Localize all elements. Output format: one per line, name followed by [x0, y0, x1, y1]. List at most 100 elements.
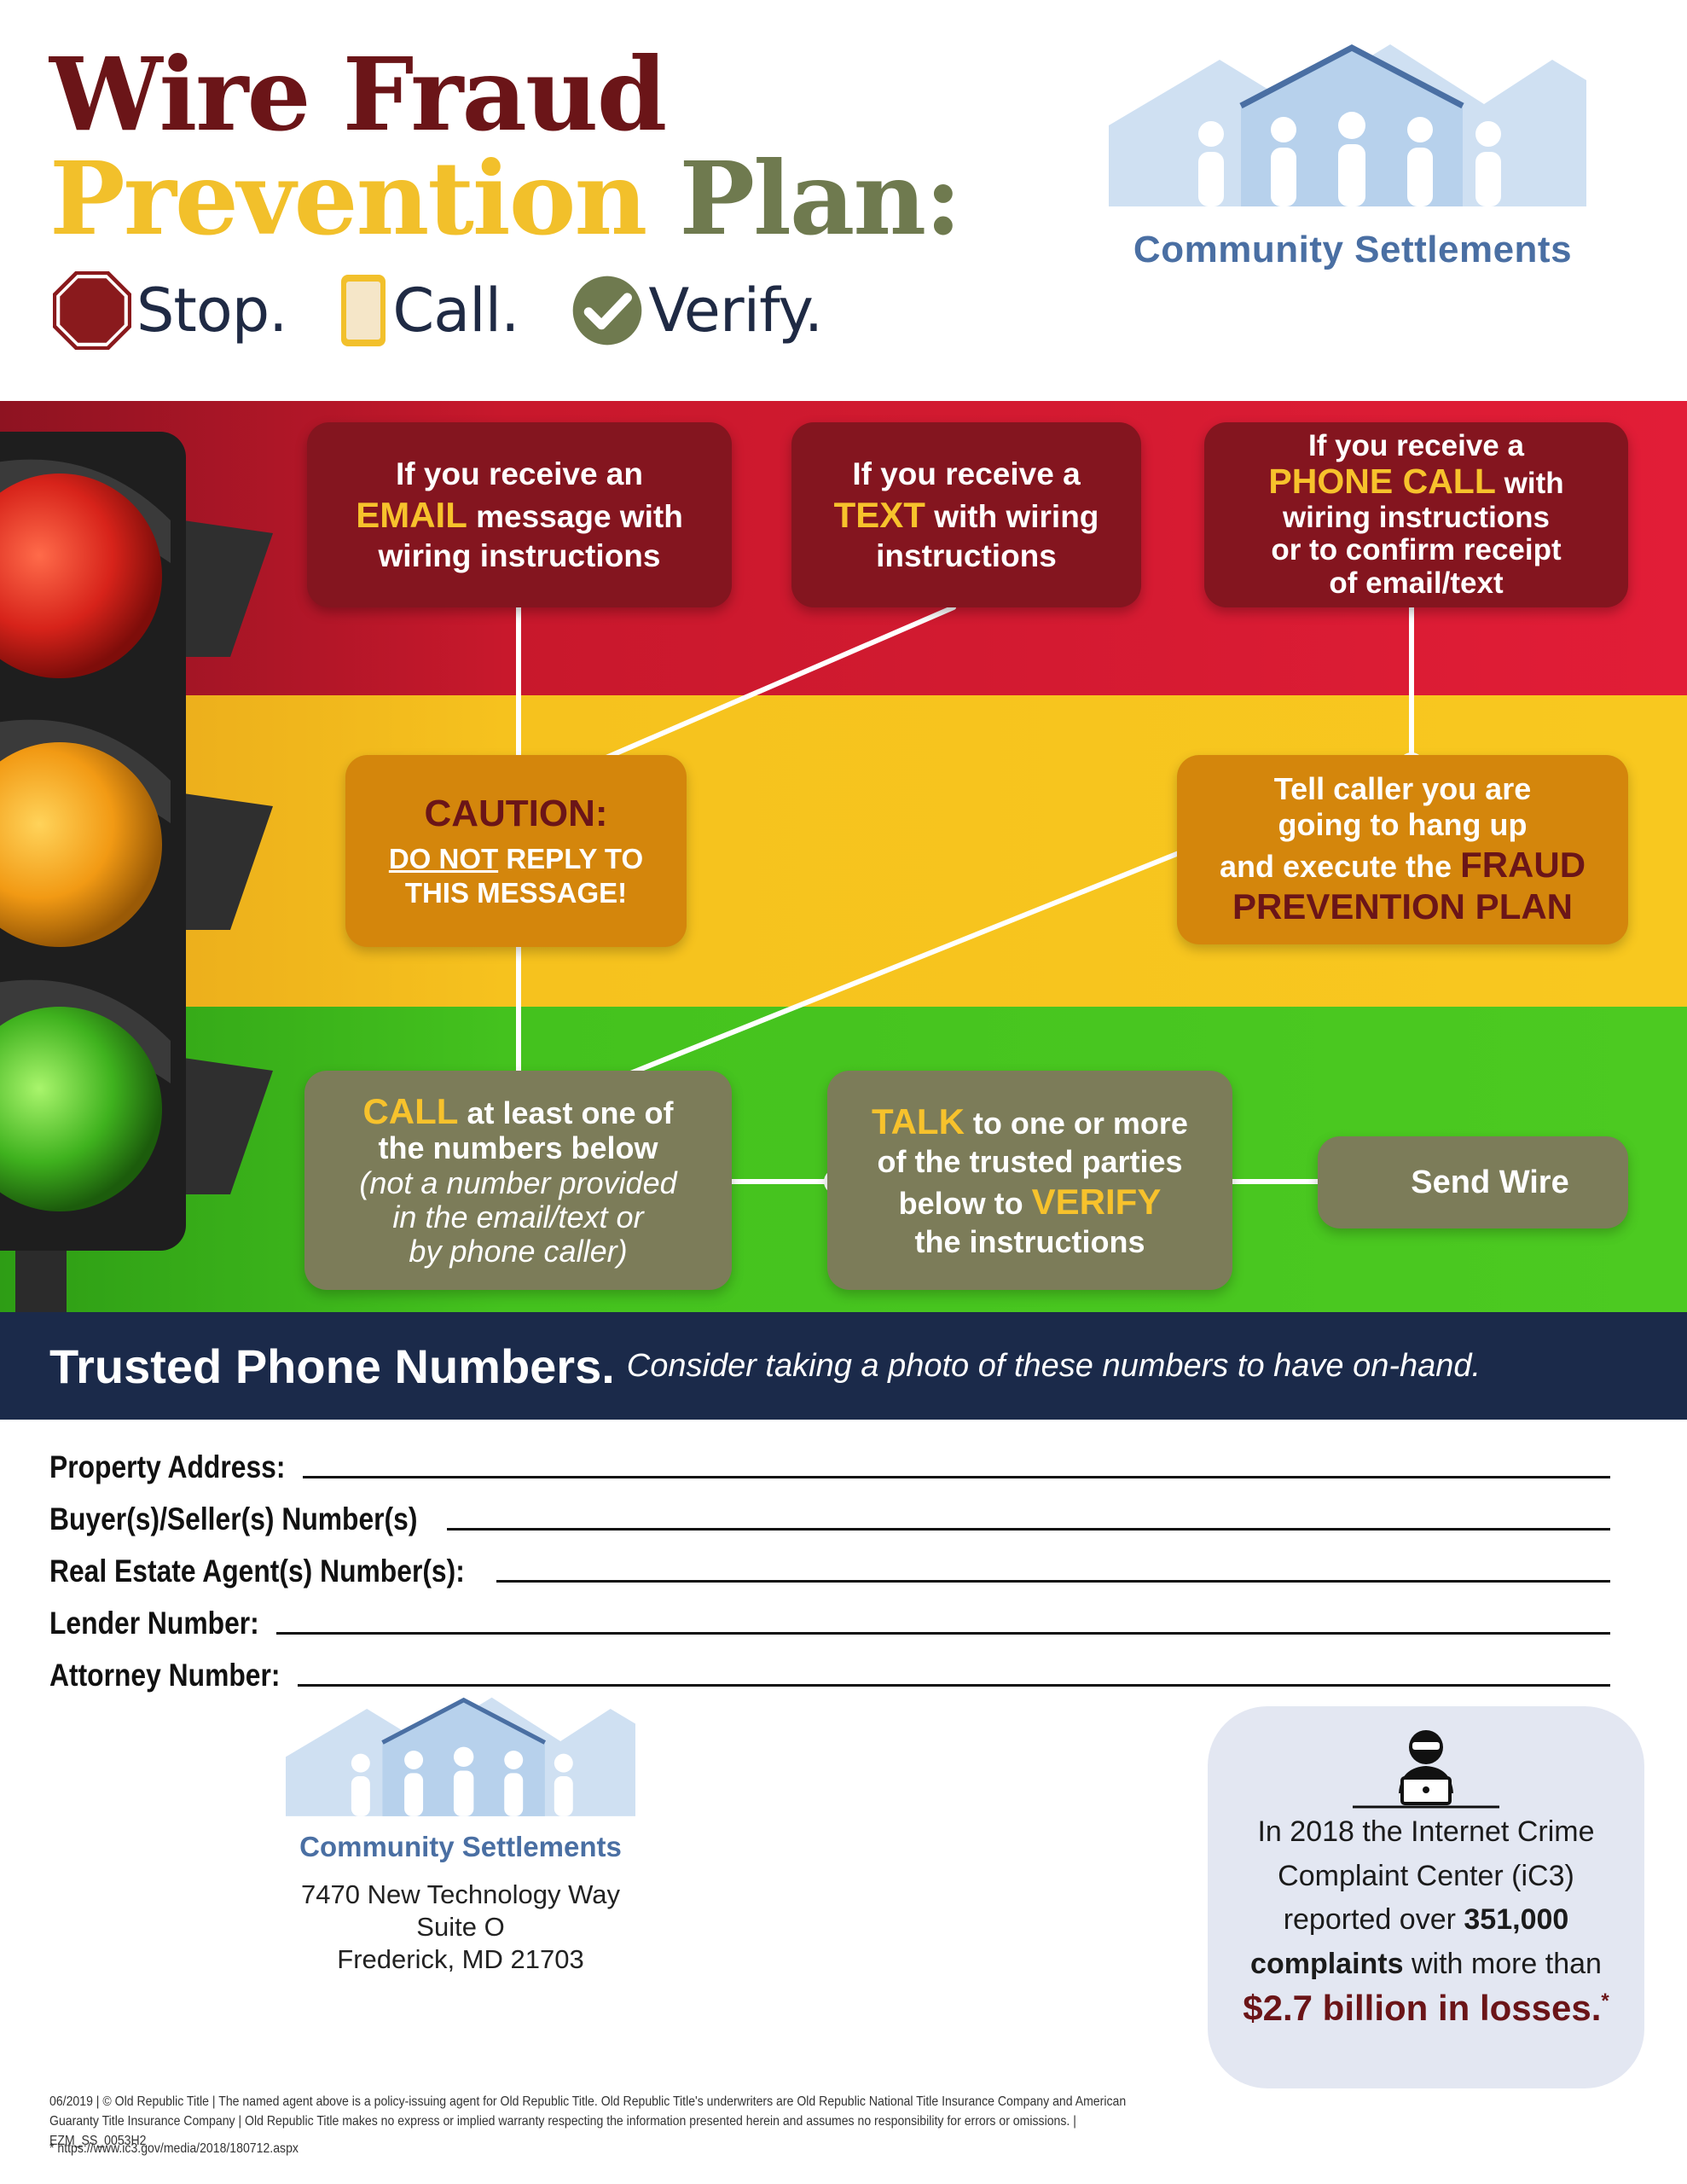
ic3-stat-box: In 2018 the Internet Crime Complaint Cen… [1208, 1706, 1644, 2088]
send-wire-label: Send Wire [1411, 1164, 1569, 1200]
address-line-2: Suite O [416, 1911, 505, 1942]
text-box-line3: instructions [876, 538, 1057, 574]
address-line-3: Frederick, MD 21703 [337, 1943, 584, 1974]
email-box-line1: If you receive an [396, 456, 643, 491]
verify-keyword: VERIFY [1031, 1181, 1162, 1222]
blank-line [496, 1580, 1610, 1583]
trusted-subtitle: Consider taking a photo of these numbers… [626, 1347, 1481, 1384]
field-buyer-seller: Buyer(s)/Seller(s) Number(s) [49, 1485, 1610, 1537]
trusted-fields: Property Address: Buyer(s)/Seller(s) Num… [49, 1433, 1610, 1693]
step-stop: Stop. [53, 271, 287, 350]
step-verify-label: Verify. [648, 276, 823, 346]
stop-call-verify-row: Stop. Call. Verify. [53, 271, 875, 350]
trusted-title: Trusted Phone Numbers. [49, 1339, 615, 1393]
talk-box-line4: the instructions [914, 1223, 1145, 1259]
email-box-line2: EMAIL message with [356, 493, 683, 537]
stop-sign-icon [53, 271, 131, 350]
field-lender: Lender Number: [49, 1589, 1610, 1641]
stat-pre: In 2018 the Internet Crime Complaint Cen… [1257, 1815, 1595, 1937]
logo-name: Community Settlements [1133, 229, 1573, 270]
step-call-label: Call. [392, 276, 519, 346]
stat-asterisk: * [1601, 1989, 1609, 2013]
blank-line [275, 1632, 1610, 1635]
talk-box-line2: of the trusted parties [877, 1144, 1183, 1180]
office-address: 7470 New Technology Way Suite O Frederic… [256, 1879, 665, 1975]
blank-line [303, 1476, 1610, 1478]
call-box: CALL at least one of the numbers below (… [304, 1071, 732, 1290]
call-box-italic2: in the email/text or [392, 1199, 644, 1235]
prevention-plan-keyword: PREVENTION PLAN [1232, 886, 1574, 927]
blank-line [446, 1528, 1610, 1531]
checkmark-icon [573, 276, 642, 346]
call-box-italic3: by phone caller) [409, 1234, 628, 1269]
address-line-1: 7470 New Technology Way [301, 1879, 620, 1909]
phone-box-line2: PHONE CALL with [1268, 462, 1563, 501]
email-box-post: message with [476, 498, 683, 534]
phone-icon [341, 275, 386, 346]
talk-box-line3: below to VERIFY [899, 1181, 1162, 1223]
call-box-line1: CALL at least one of [362, 1091, 673, 1131]
field-agent: Real Estate Agent(s) Number(s): [49, 1537, 1610, 1589]
talk-box-line1: TALK to one or more [872, 1101, 1188, 1143]
caution-do-not: DO NOT [388, 843, 499, 875]
tell-caller-line2: going to hang up [1278, 807, 1528, 843]
fraud-keyword: FRAUD [1460, 844, 1586, 885]
ic3-stat-text: In 2018 the Internet Crime Complaint Cen… [1225, 1810, 1627, 1987]
footer-logo-name: Community Settlements [299, 1831, 622, 1862]
community-settlements-logo-footer [286, 1697, 635, 1816]
title-line-2: Prevention Plan: [49, 148, 962, 249]
community-settlements-logo [1109, 44, 1586, 206]
step-verify: Verify. [571, 275, 823, 346]
call-box-italic1: (not a number provided [359, 1165, 677, 1200]
call-keyword: CALL [362, 1091, 459, 1132]
phone-box-line5: of email/text [1329, 566, 1504, 600]
fine-print: 06/2019 | © Old Republic Title | The nam… [49, 2092, 1145, 2152]
stat-loss-amount: $2.7 billion in losses. [1243, 1988, 1602, 2028]
talk-keyword: TALK [872, 1101, 965, 1141]
text-box-line2: TEXT with wiring [834, 493, 1099, 537]
title-prevention: Prevention [49, 139, 647, 258]
caution-rest: REPLY TO [506, 843, 644, 875]
trusted-numbers-bar: Trusted Phone Numbers. Consider taking a… [0, 1312, 1687, 1420]
step-stop-label: Stop. [136, 276, 287, 346]
tell-caller-line3: and execute the FRAUD [1220, 844, 1586, 886]
page-title: Wire Fraud Prevention Plan: [49, 44, 962, 249]
tell-caller-box: Tell caller you are going to hang up and… [1177, 755, 1628, 944]
stat-post: with more than [1411, 1948, 1602, 1981]
caution-box: CAUTION: DO NOT REPLY TO THIS MESSAGE! [345, 755, 687, 947]
phone-call-keyword: PHONE CALL [1268, 462, 1496, 502]
talk-box-post: to one or more [972, 1105, 1188, 1141]
caution-line2: DO NOT REPLY TO [389, 842, 643, 876]
field-label: Real Estate Agent(s) Number(s): [49, 1554, 465, 1589]
text-keyword: TEXT [833, 494, 925, 535]
fine-print-line-2: Guaranty Title Insurance Company | Old R… [49, 2114, 1076, 2149]
fine-print-line-1: 06/2019 | © Old Republic Title | The nam… [49, 2094, 1127, 2109]
blank-line [297, 1684, 1610, 1687]
tell-caller-line1: Tell caller you are [1273, 770, 1532, 806]
field-label: Attorney Number: [49, 1658, 281, 1693]
call-box-line2: the numbers below [378, 1130, 658, 1166]
hacker-icon [1353, 1730, 1499, 1809]
caution-line3: THIS MESSAGE! [404, 877, 628, 909]
phone-box-post: with [1504, 467, 1564, 501]
caution-title: CAUTION: [424, 793, 608, 835]
title-plan: Plan: [679, 139, 961, 258]
phone-box-line1: If you receive a [1308, 428, 1524, 462]
call-box-post: at least one of [467, 1095, 674, 1131]
text-box-line1: If you receive a [852, 456, 1081, 491]
text-box-post: with wiring [934, 498, 1099, 534]
email-keyword: EMAIL [356, 494, 467, 535]
field-attorney: Attorney Number: [49, 1641, 1610, 1693]
step-call: Call. [339, 271, 519, 350]
field-label: Buyer(s)/Seller(s) Number(s) [49, 1502, 418, 1536]
text-box: If you receive a TEXT with wiring instru… [791, 422, 1141, 607]
traffic-light-icon [0, 432, 273, 1312]
email-box-line3: wiring instructions [378, 538, 661, 574]
tell-caller-pre: and execute the [1219, 848, 1452, 884]
talk-box: TALK to one or more of the trusted parti… [827, 1071, 1232, 1290]
talk-box-pre: below to [898, 1185, 1023, 1221]
field-label: Property Address: [49, 1449, 286, 1484]
phone-box-line4: or to confirm receipt [1271, 533, 1562, 567]
phone-call-box: If you receive a PHONE CALL with wiring … [1204, 422, 1628, 607]
send-wire-box: Send Wire [1318, 1136, 1628, 1228]
